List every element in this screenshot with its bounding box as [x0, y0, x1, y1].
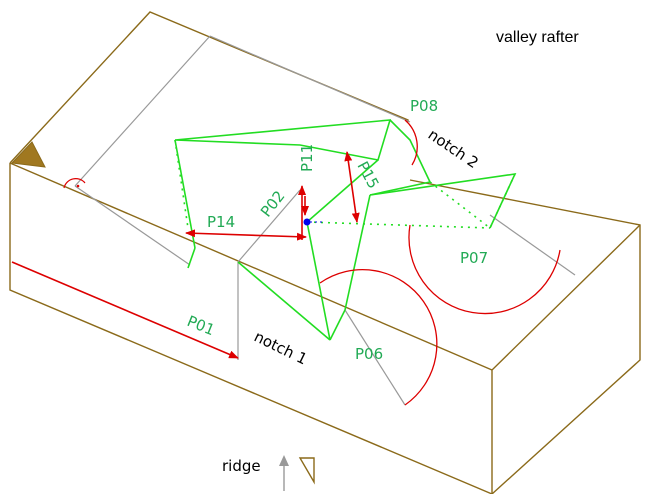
up-arrow-icon: [279, 455, 289, 491]
ridge-corner-marker: [10, 141, 46, 168]
red-arcs: [319, 119, 561, 406]
right-angle-mark: [63, 178, 86, 189]
reference-point: [303, 218, 311, 226]
label-p07: P07: [460, 249, 488, 267]
label-notch-1: notch 1: [251, 327, 310, 368]
right-angle-dot: [76, 184, 80, 188]
ridge-label: ridge: [222, 457, 261, 475]
label-p14: P14: [207, 213, 235, 231]
ridge-triangle-icon: [298, 457, 315, 485]
green-dotted-lines: [174, 139, 516, 229]
label-p02: P02: [257, 187, 289, 220]
label-notch-2: notch 2: [425, 125, 482, 172]
label-p06: P06: [355, 345, 383, 363]
dim-p01: [11, 261, 239, 359]
green-cut-lines: [174, 119, 517, 341]
diagram-title: valley rafter: [496, 29, 579, 46]
dim-p14: [185, 229, 307, 241]
beam-outline: [9, 11, 641, 494]
label-p01: P01: [185, 312, 218, 339]
gray-construction-lines: [74, 35, 576, 406]
dimension-lines: [11, 151, 360, 359]
label-p08: P08: [410, 97, 438, 115]
label-p11: P11: [298, 144, 316, 172]
label-p15: P15: [353, 158, 382, 191]
dim-p15: [344, 151, 360, 223]
ridge-legend: ridge: [222, 455, 315, 491]
